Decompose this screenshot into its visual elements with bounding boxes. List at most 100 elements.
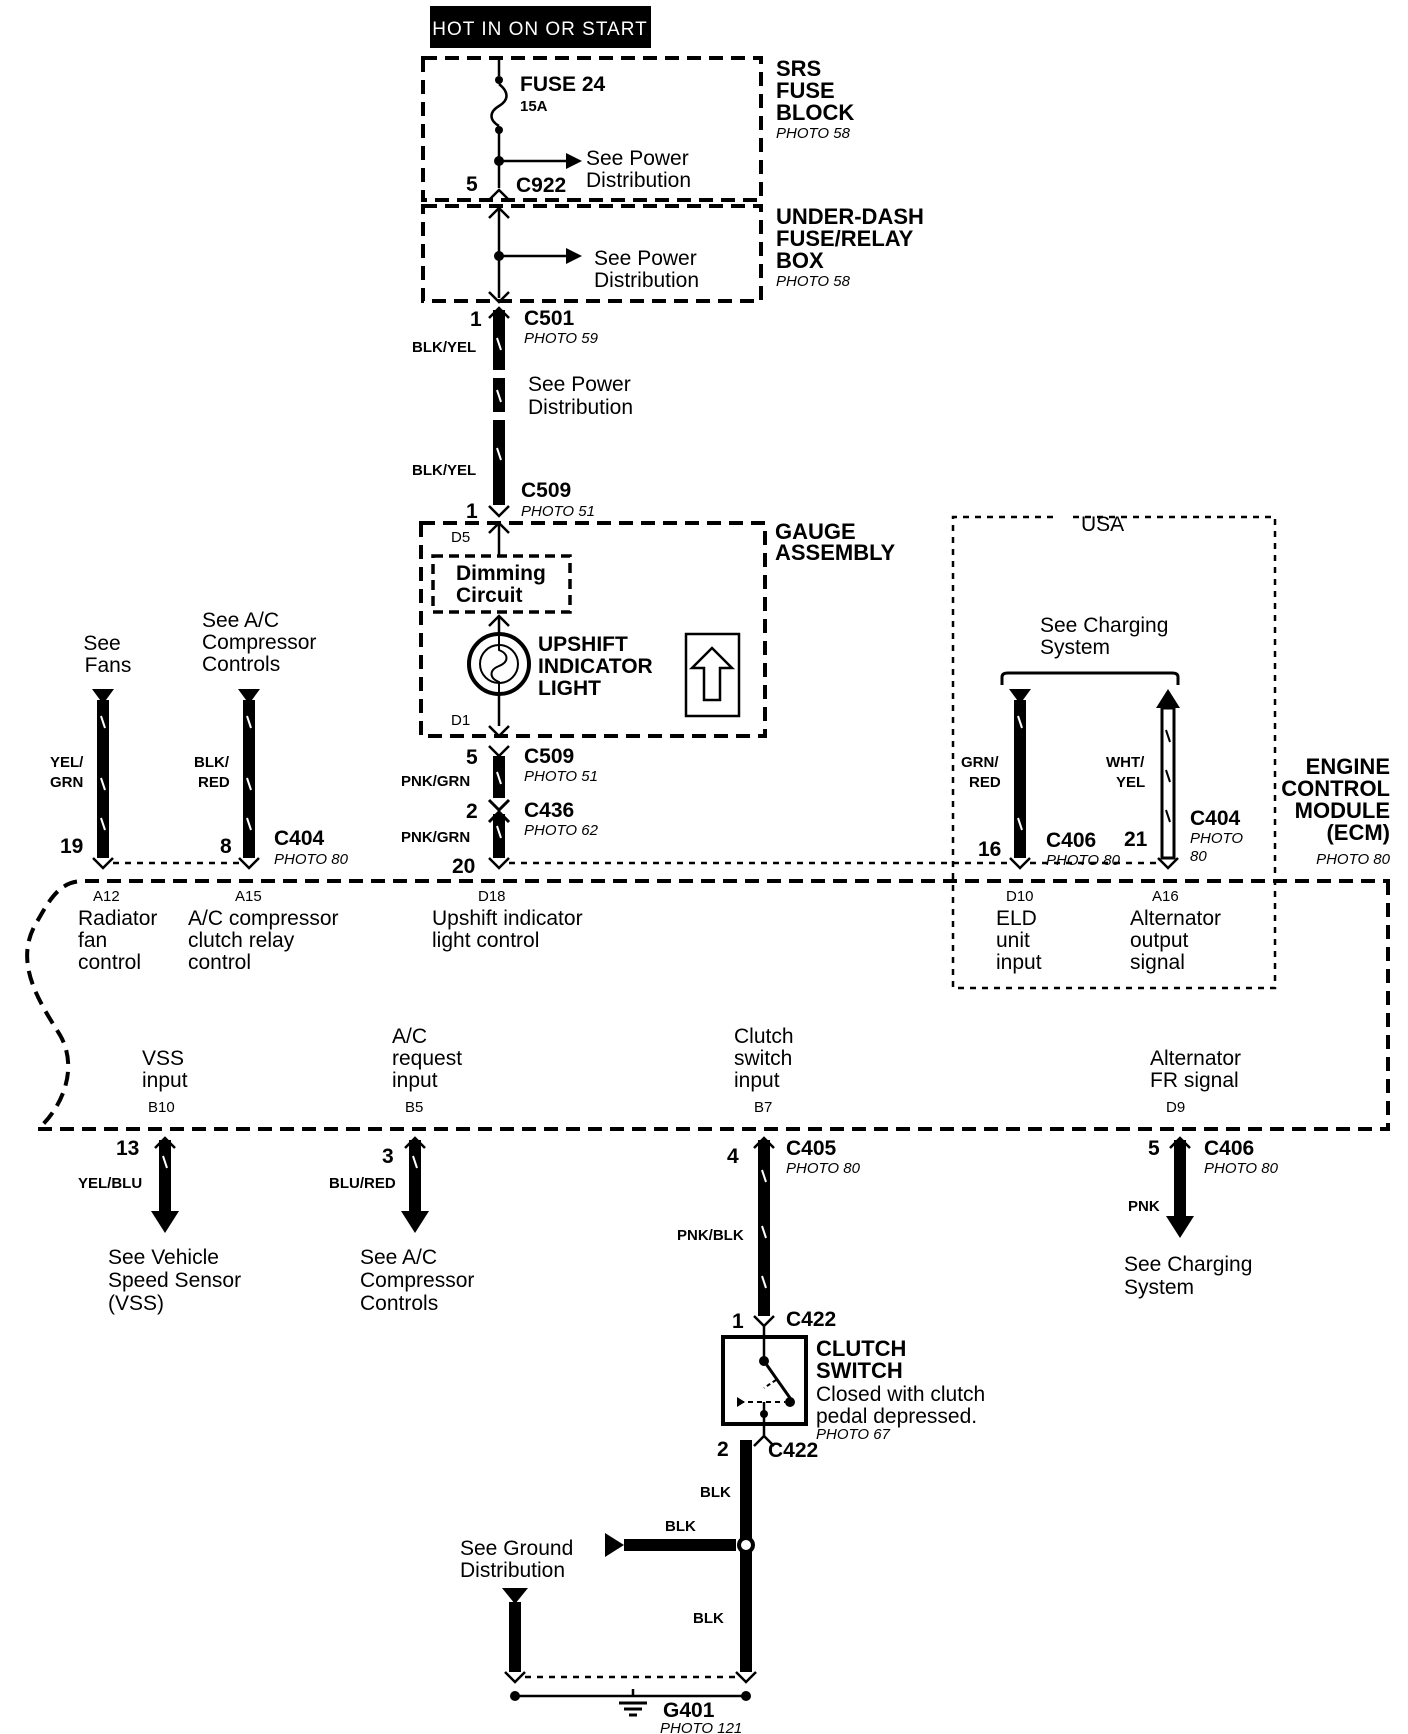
charging-top-2: System bbox=[1040, 636, 1110, 659]
gauge-connector-bottom-icon bbox=[488, 725, 510, 738]
alt-pin: 21 bbox=[1124, 828, 1148, 851]
clutch-switch-top-connector: C422 bbox=[786, 1308, 836, 1331]
ac-top-label-1: See A/C bbox=[202, 609, 279, 632]
srs-pin: 5 bbox=[466, 173, 478, 196]
ground-photo: PHOTO 121 bbox=[660, 1720, 742, 1734]
ground-left-arrow-icon bbox=[502, 1588, 528, 1604]
fuse-name: FUSE 24 bbox=[520, 73, 606, 96]
fans-arrow-icon bbox=[92, 689, 114, 704]
fr-label-2: System bbox=[1124, 1276, 1194, 1299]
dimming-circuit-box bbox=[431, 554, 572, 614]
ac-top-arrow-icon bbox=[238, 689, 260, 704]
vss-label-3: (VSS) bbox=[108, 1292, 164, 1315]
power-dist-note-2: Distribution bbox=[528, 396, 633, 419]
ecm-title-2: CONTROL bbox=[1281, 776, 1390, 801]
eld-connector-icon bbox=[1009, 857, 1031, 870]
clutch-pin: 4 bbox=[727, 1145, 739, 1168]
ac-request-label-3: Controls bbox=[360, 1292, 438, 1315]
c509-bottom-pin: 5 bbox=[466, 746, 478, 769]
clutch-switch-desc-1: Closed with clutch bbox=[816, 1383, 985, 1406]
c509-bottom-wire-color: PNK/GRN bbox=[401, 773, 470, 790]
vss-label-2: Speed Sensor bbox=[108, 1269, 241, 1292]
ecm-pin-a12-l2: fan bbox=[78, 929, 107, 952]
c436-pin: 2 bbox=[466, 800, 478, 823]
ac-top-photo: PHOTO 80 bbox=[274, 851, 349, 868]
alt-arrow-icon bbox=[1156, 689, 1180, 708]
power-dist-note-1: See Power bbox=[528, 373, 631, 396]
alt-connector: C404 bbox=[1190, 807, 1241, 830]
vss-pin: 13 bbox=[116, 1137, 139, 1160]
ac-top-wire-color-1: BLK/ bbox=[194, 754, 230, 771]
fr-label-1: See Charging bbox=[1124, 1253, 1252, 1276]
ac-top-connector-icon bbox=[238, 857, 260, 870]
upshift-light-label-1: UPSHIFT bbox=[538, 633, 628, 656]
ecm-pin-a16-id: A16 bbox=[1152, 888, 1179, 905]
eld-photo: PHOTO 80 bbox=[1046, 852, 1121, 869]
ground-branch-arrow-icon bbox=[605, 1533, 624, 1557]
ac-top-pin: 8 bbox=[220, 835, 232, 858]
ecm-pin-a16-l1: Alternator bbox=[1130, 907, 1221, 930]
clutch-switch-top-pin: 1 bbox=[732, 1310, 744, 1333]
udb-see-1: See Power bbox=[594, 247, 697, 270]
eld-arrow-icon bbox=[1009, 689, 1031, 704]
dimming-label-2: Circuit bbox=[456, 584, 523, 607]
vss-label-1: See Vehicle bbox=[108, 1246, 219, 1269]
wire-wht-yel bbox=[1160, 706, 1176, 860]
ecm-pin-a15-l2: clutch relay bbox=[188, 929, 295, 952]
ecm-pin-b5-l1: A/C bbox=[392, 1025, 427, 1048]
fuse-rating: 15A bbox=[520, 98, 548, 115]
ecm-pin-d10-l2: unit bbox=[996, 929, 1030, 952]
fr-connector: C406 bbox=[1204, 1137, 1254, 1160]
ac-request-label-1: See A/C bbox=[360, 1246, 437, 1269]
fans-label-1: See bbox=[83, 632, 120, 655]
ecm-pin-a12-id: A12 bbox=[93, 888, 120, 905]
ecm-pin-a15-id: A15 bbox=[235, 888, 262, 905]
usa-region-box bbox=[951, 515, 1277, 990]
ecm-title-4: (ECM) bbox=[1326, 820, 1390, 845]
c436-wire-color: PNK/GRN bbox=[401, 829, 470, 846]
srs-fuse-block-box bbox=[421, 56, 763, 202]
fans-wire-color-2: GRN bbox=[50, 774, 83, 791]
clutch-photo: PHOTO 80 bbox=[786, 1160, 861, 1177]
srs-see-2: Distribution bbox=[586, 169, 691, 192]
ecm-box bbox=[25, 879, 1390, 1131]
clutch-switch-photo: PHOTO 67 bbox=[816, 1426, 891, 1443]
clutch-switch-bottom-pin: 2 bbox=[717, 1438, 729, 1461]
gauge-assembly-box bbox=[419, 521, 767, 738]
udb-title-2: FUSE/RELAY bbox=[776, 226, 914, 251]
clutch-switch-title-2: SWITCH bbox=[816, 1358, 903, 1383]
hot-label: HOT IN ON OR START bbox=[432, 19, 647, 40]
c501-name: C501 bbox=[524, 307, 575, 330]
c422-top-connector-icon bbox=[753, 1315, 775, 1328]
c436-connector-top-icon bbox=[487, 798, 511, 813]
fuse-icon bbox=[490, 83, 508, 128]
hot-label-box bbox=[430, 6, 651, 48]
ac-top-wire-color-2: RED bbox=[198, 774, 230, 791]
alt-connector-icon bbox=[1157, 857, 1179, 870]
ecm-pin-d18-connector-icon bbox=[488, 857, 510, 870]
ecm-pin-b7-l1: Clutch bbox=[734, 1025, 794, 1048]
gauge-pin-top: D5 bbox=[451, 529, 470, 546]
ground-name: G401 bbox=[663, 1699, 715, 1722]
ecm-pin-d9-l2: FR signal bbox=[1150, 1069, 1239, 1092]
ground-right-connector-icon bbox=[735, 1671, 757, 1684]
ecm-pin-b7-l2: switch bbox=[734, 1047, 792, 1070]
alt-wire-color-2: YEL bbox=[1116, 774, 1145, 791]
vss-wire-color: YEL/BLU bbox=[78, 1175, 142, 1192]
fans-pin: 19 bbox=[60, 835, 83, 858]
ecm-pin-a15-l1: A/C compressor bbox=[188, 907, 339, 930]
srs-title-3: BLOCK bbox=[776, 100, 854, 125]
upshift-symbol-box bbox=[684, 632, 741, 718]
ac-request-connector-icon bbox=[404, 1136, 426, 1149]
ecm-pin-b10-l2: input bbox=[142, 1069, 188, 1092]
ground-see-1: See Ground bbox=[460, 1537, 573, 1560]
charging-top-1: See Charging bbox=[1040, 614, 1168, 637]
ecm-pin-d18-id: D18 bbox=[478, 888, 506, 905]
c422-bottom-connector-icon bbox=[753, 1434, 775, 1447]
fr-connector-icon bbox=[1169, 1136, 1191, 1149]
fans-wire-color-1: YEL/ bbox=[50, 754, 84, 771]
c436-connector-bottom-icon bbox=[487, 809, 511, 824]
eld-connector: C406 bbox=[1046, 829, 1096, 852]
c509-top-photo: PHOTO 51 bbox=[521, 503, 595, 520]
fans-label-2: Fans bbox=[85, 654, 132, 677]
